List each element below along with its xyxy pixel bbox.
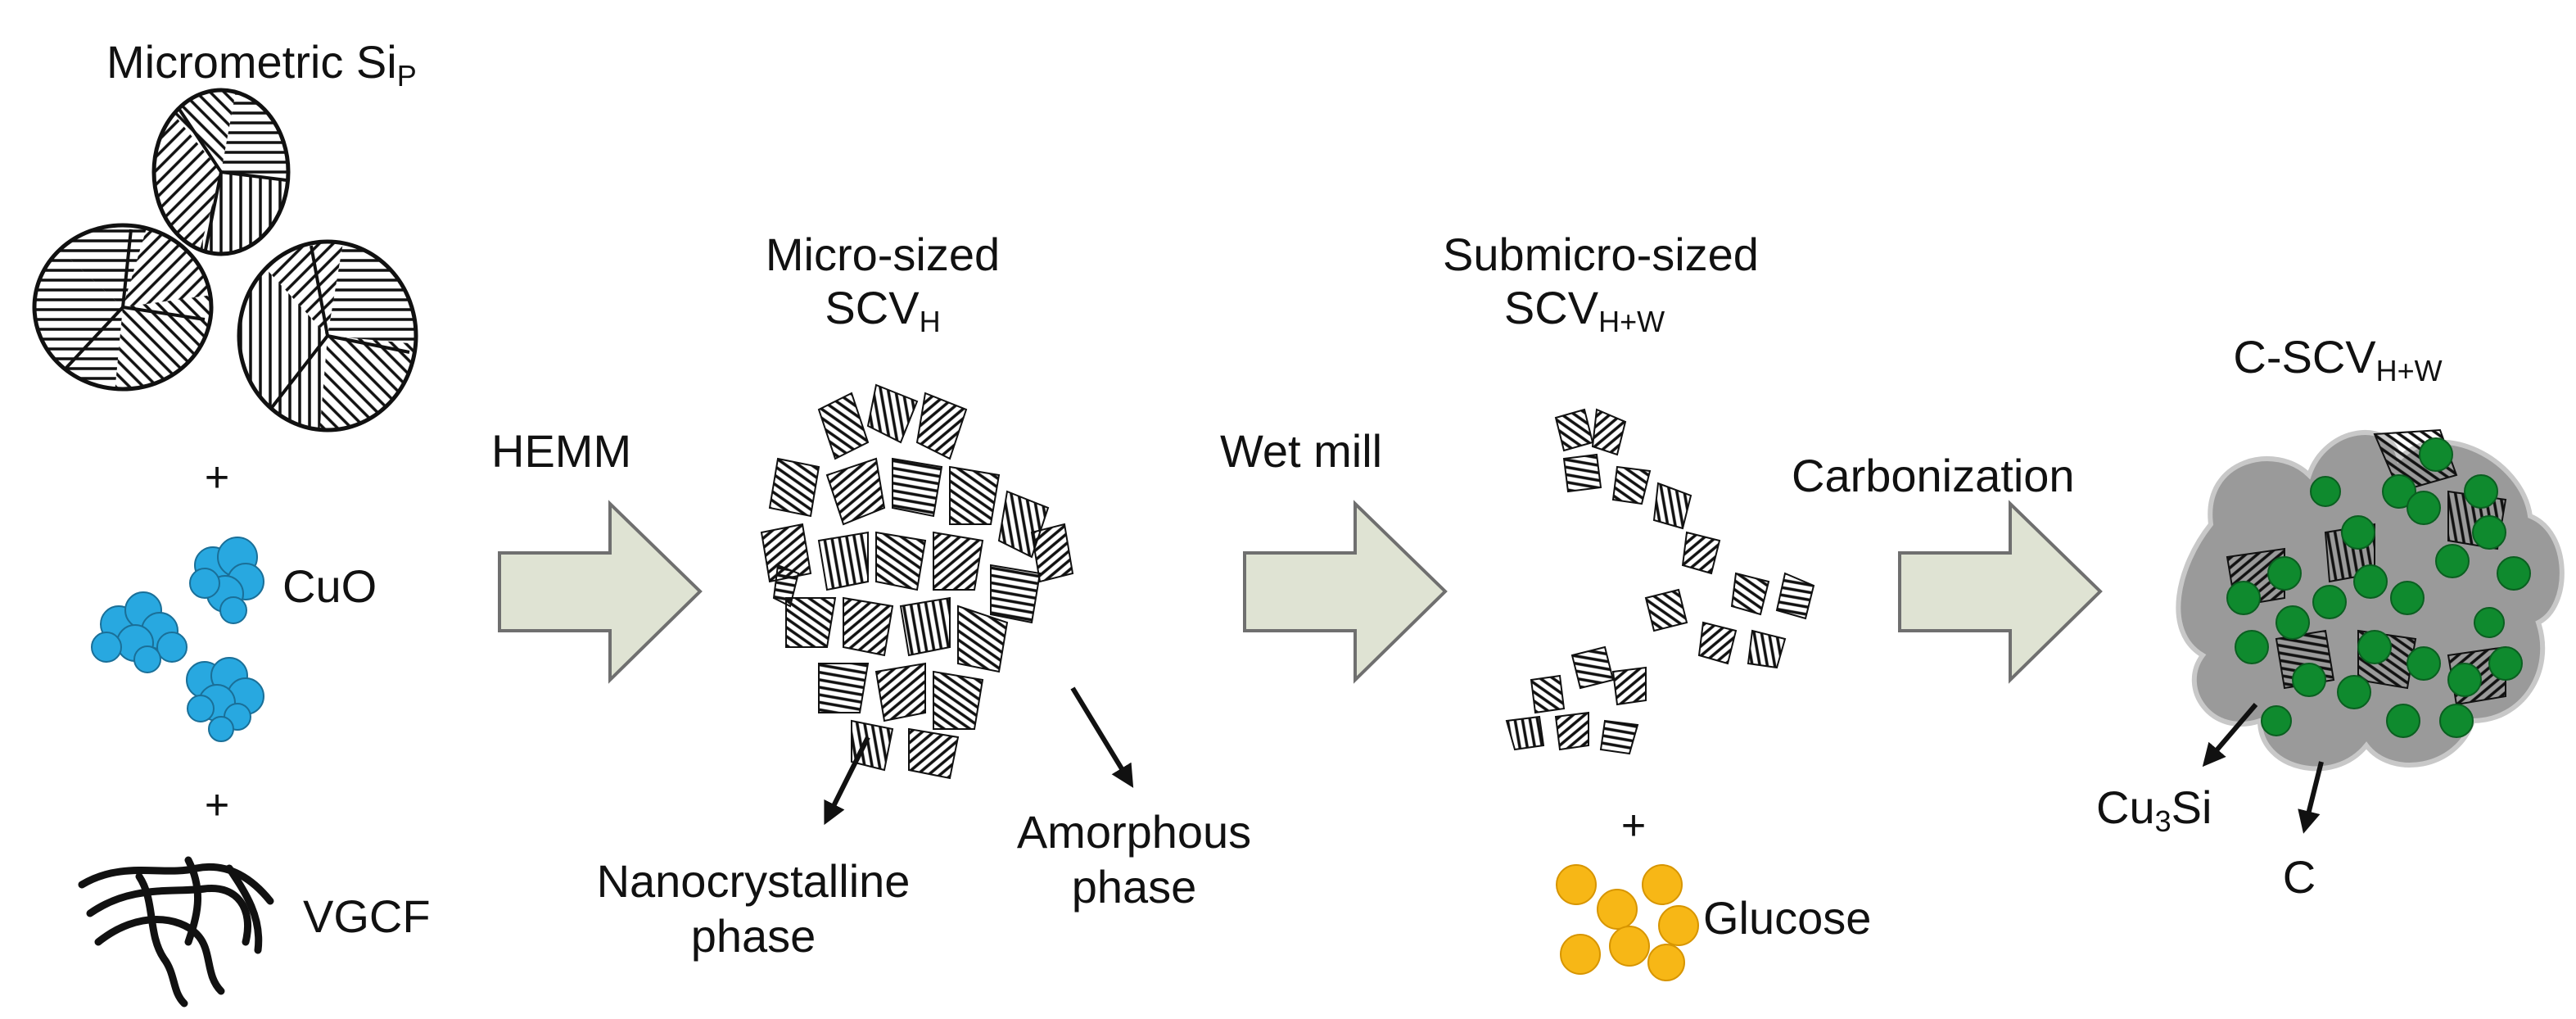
micrometric-si-label: Micrometric SiP	[106, 36, 417, 93]
carbon-coated-composite	[2176, 428, 2565, 772]
submicro-title-line2: SCVH+W	[1504, 282, 1665, 338]
amorphous-label-line1: Amorphous	[1017, 806, 1251, 858]
vgcf-label: VGCF	[303, 890, 431, 942]
amorphous-pointer	[1070, 686, 1134, 788]
hemm-label: HEMM	[491, 425, 631, 477]
plus-sign: +	[205, 781, 229, 829]
si-particle	[151, 88, 291, 256]
glucose-particles	[1556, 864, 1699, 981]
micro-sized-title-line1: Micro-sized	[766, 229, 1000, 280]
si-particle	[32, 223, 214, 392]
nanocrystalline-pointer	[824, 736, 870, 826]
nanocrystalline-label-line2: phase	[691, 910, 816, 962]
cu3si-label: Cu3Si	[2096, 781, 2212, 838]
nanocrystalline-label-line1: Nanocrystalline	[597, 855, 911, 907]
vgcf-fibers	[78, 856, 274, 1008]
micro-sized-fragment-cluster	[760, 383, 1074, 780]
cuo-particles	[91, 537, 264, 742]
c-scv-title: C-SCVH+W	[2233, 331, 2442, 387]
plus-sign: +	[1621, 802, 1646, 849]
cuo-label: CuO	[282, 560, 377, 612]
carbonization-label: Carbonization	[1792, 450, 2075, 501]
process-arrow-carbonization	[1898, 500, 2103, 684]
micro-sized-title-line2: SCVH	[825, 282, 940, 338]
wet-mill-label: Wet mill	[1220, 425, 1382, 477]
submicro-fragment-cluster	[1505, 408, 1815, 755]
plus-sign: +	[205, 454, 229, 501]
process-arrow-wet-mill	[1243, 500, 1448, 684]
carbon-pointer	[2298, 761, 2324, 834]
submicro-title-line1: Submicro-sized	[1443, 229, 1759, 280]
cu3si-pointer	[2202, 703, 2258, 768]
carbon-label: C	[2283, 851, 2316, 903]
glucose-label: Glucose	[1703, 892, 1871, 944]
si-particle	[237, 239, 418, 433]
process-arrow-hemm	[498, 500, 703, 684]
amorphous-label-line2: phase	[1072, 861, 1197, 913]
